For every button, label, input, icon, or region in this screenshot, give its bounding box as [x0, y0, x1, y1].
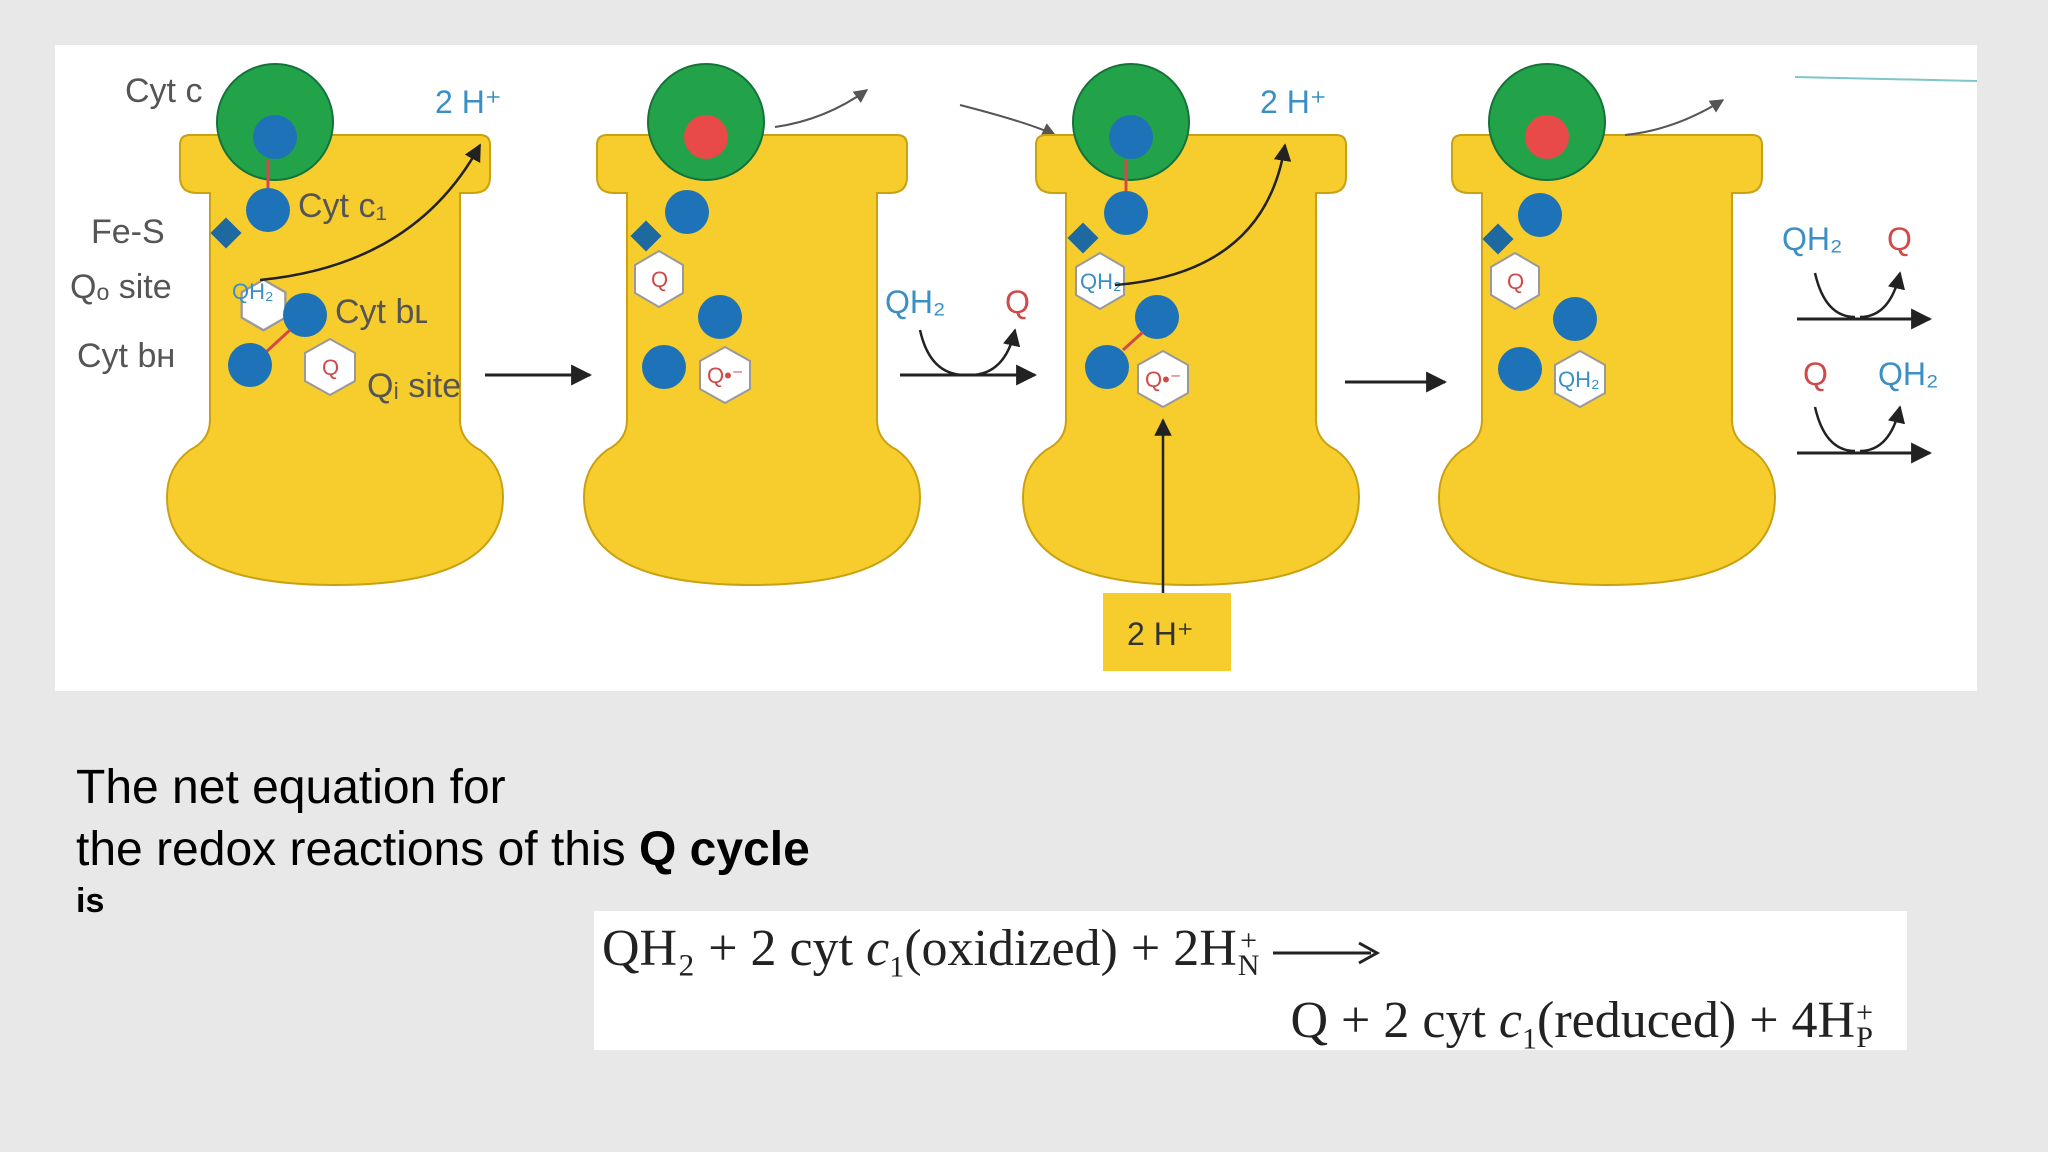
- heme-cyt-c1-1: [246, 188, 290, 232]
- state-1: QH₂ Q Cyt c Fe-S Qₒ site Cyt bʜ Cyt c₁ C…: [70, 63, 504, 586]
- hex-s2-qi: Q•⁻: [707, 363, 743, 388]
- heme-bl-4: [1553, 297, 1597, 341]
- caption-line-2: the redox reactions of this Q cycle: [76, 819, 1076, 881]
- heme-cyt-c-3: [1109, 115, 1153, 159]
- net-equation: QH₂ + 2 cyt c1(oxidized) + 2H+N Q + 2 cy…: [594, 911, 1907, 1055]
- heme-bh-1: [228, 343, 272, 387]
- eq2-state: (reduced) + 4H: [1537, 992, 1856, 1049]
- mid-q-label: Q: [1005, 284, 1030, 320]
- heme-bh-2: [642, 345, 686, 389]
- eq1-ion-scripts: +N: [1237, 923, 1260, 983]
- label-cyt-bl: Cyt bʟ: [335, 293, 428, 331]
- proton-out-1: 2 H⁺: [435, 84, 502, 120]
- heme-cyt-c-1: [253, 115, 297, 159]
- eq1-state: (oxidized) + 2H: [904, 920, 1237, 977]
- hex-s1-qo: QH₂: [232, 279, 274, 304]
- heme-cyt-c-oxidized-4: [1525, 115, 1569, 159]
- proton-out-2: 2 H⁺: [1260, 84, 1327, 120]
- heme-bh-3: [1085, 345, 1129, 389]
- exchange-mid: QH₂ Q: [885, 284, 1038, 386]
- right-bottom-q-label: Q: [1803, 356, 1828, 392]
- label-qo-site: Qₒ site: [70, 268, 172, 306]
- mid-qh2-label: QH₂: [885, 284, 945, 320]
- heme-bh-4: [1498, 347, 1542, 391]
- hex-s4-qo: Q: [1507, 269, 1524, 294]
- right-top-q-label: Q: [1887, 221, 1912, 257]
- label-cyt-bh: Cyt bʜ: [77, 337, 175, 375]
- right-top-qh2-label: QH₂: [1782, 221, 1842, 257]
- caption-line-3: is: [76, 882, 105, 920]
- heme-bl-1: [283, 293, 327, 337]
- eq2-cyt-sub: 1: [1522, 1022, 1537, 1056]
- eq2-cyt-var: c: [1498, 992, 1522, 1049]
- eq2-product: Q + 2 cyt: [1290, 992, 1499, 1049]
- label-fe-s: Fe-S: [91, 213, 165, 251]
- heme-bl-3: [1135, 295, 1179, 339]
- proton-in-box: [1103, 593, 1231, 671]
- heme-cyt-c1-3: [1104, 191, 1148, 235]
- eq1-cyt-var: c: [866, 920, 890, 977]
- eq1-ion-sub: N: [1237, 949, 1260, 983]
- state-2: Q Q•⁻: [583, 63, 921, 586]
- caption-line-1: The net equation for: [76, 761, 506, 814]
- exchange-right: QH₂ Q Q QH₂: [1782, 76, 1977, 464]
- state-3: QH₂ Q•⁻ 2 H⁺ 2 H⁺: [959, 63, 1360, 671]
- eq2-ion-sup: +: [1856, 995, 1873, 1029]
- q-cycle-diagram: QH₂ Q Cyt c Fe-S Qₒ site Cyt bʜ Cyt c₁ C…: [55, 45, 1977, 691]
- heme-cyt-c-oxidized-2: [684, 115, 728, 159]
- hex-s4-qi: QH₂: [1558, 367, 1600, 392]
- state-4: Q QH₂: [1438, 63, 1776, 586]
- heme-cyt-c1-4: [1518, 193, 1562, 237]
- eq1-reactant: QH₂ + 2 cyt: [602, 920, 867, 977]
- caption-line-2-prefix: the redox reactions of this: [76, 823, 639, 876]
- complex-body-4: [1438, 134, 1776, 586]
- heme-bl-2: [698, 295, 742, 339]
- equation-line-1: QH₂ + 2 cyt c1(oxidized) + 2H+N: [602, 919, 1381, 984]
- equation-line-2: Q + 2 cyt c1(reduced) + 4H+P: [1291, 991, 1874, 1056]
- label-cyt-c: Cyt c: [125, 72, 202, 110]
- hex-s1-qi: Q: [322, 355, 339, 380]
- complex-body-2: [583, 134, 921, 586]
- right-bottom-qh2-label: QH₂: [1878, 356, 1938, 392]
- cyt-c-leave-arrow-2: [774, 89, 869, 128]
- hex-s3-qo: QH₂: [1080, 269, 1122, 294]
- hex-s2-qo: Q: [651, 267, 668, 292]
- caption-text: The net equation for the redox reactions…: [76, 757, 1076, 921]
- eq1-cyt-sub: 1: [889, 950, 905, 984]
- label-qi-site: Qᵢ site: [367, 367, 461, 405]
- cyt-c-arrive-arrow-3: [959, 104, 1057, 136]
- reaction-arrow: [1273, 941, 1381, 965]
- fe-s-cluster-1: [210, 217, 242, 249]
- hex-s3-qi: Q•⁻: [1145, 367, 1181, 392]
- label-cyt-c1: Cyt c₁: [298, 187, 387, 225]
- proton-in-label: 2 H⁺: [1127, 616, 1194, 652]
- heme-cyt-c1-2: [665, 190, 709, 234]
- eq2-ion-sub: P: [1856, 1021, 1873, 1055]
- caption-q-cycle: Q cycle: [638, 823, 810, 876]
- eq1-ion-sup: +: [1240, 923, 1258, 957]
- eq2-ion-scripts: +P: [1856, 995, 1873, 1055]
- complex-body-3: [1022, 134, 1360, 586]
- cyt-c-leave-arrow-4: [1624, 99, 1725, 136]
